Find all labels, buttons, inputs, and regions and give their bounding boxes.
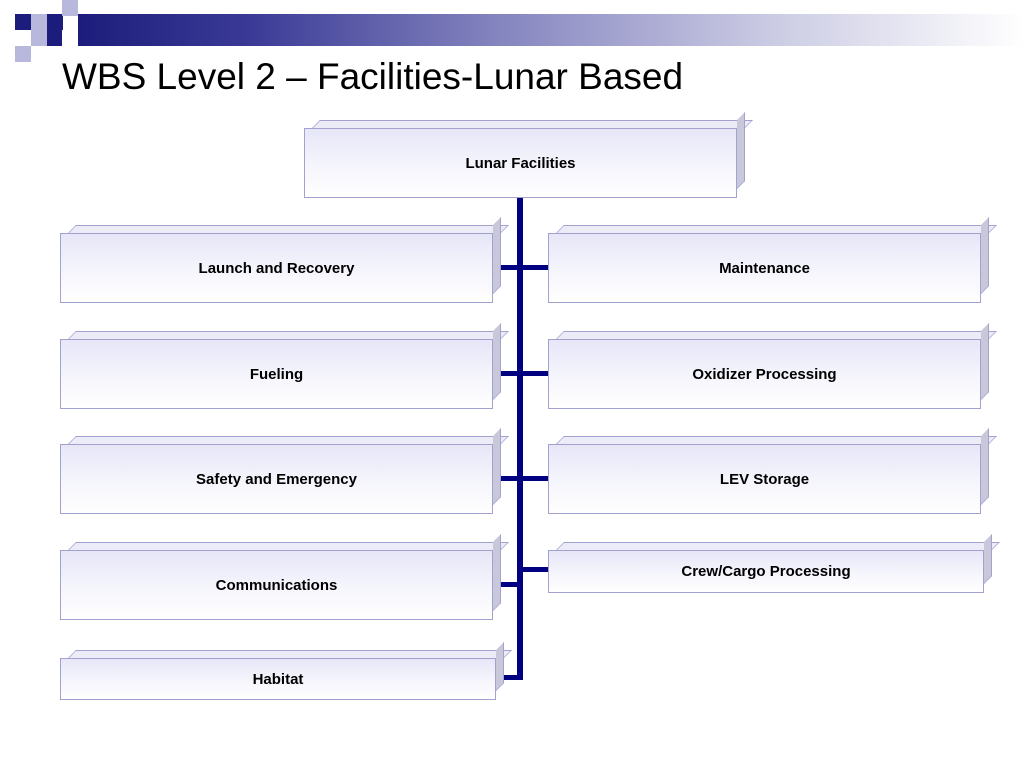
wbs-node-root: Lunar Facilities bbox=[304, 128, 737, 198]
wbs-node-label: Habitat bbox=[252, 670, 304, 688]
wbs-node-right: Crew/Cargo Processing bbox=[548, 550, 984, 593]
header-square-light bbox=[15, 46, 31, 62]
wbs-node-left: Safety and Emergency bbox=[60, 444, 493, 514]
wbs-node-left: Fueling bbox=[60, 339, 493, 409]
header-square-dark bbox=[47, 14, 63, 30]
wbs-node-label: Fueling bbox=[249, 365, 304, 383]
connector-branch-right bbox=[520, 567, 548, 572]
wbs-node-right: Maintenance bbox=[548, 233, 981, 303]
wbs-node-left: Launch and Recovery bbox=[60, 233, 493, 303]
wbs-node-label: Maintenance bbox=[719, 259, 810, 277]
connector-branch-left bbox=[493, 265, 520, 270]
connector-branch-right bbox=[520, 476, 548, 481]
header-square-dark bbox=[15, 14, 31, 30]
wbs-node-left: Habitat bbox=[60, 658, 496, 700]
wbs-node-label: Crew/Cargo Processing bbox=[681, 563, 851, 580]
connector-branch-left bbox=[493, 371, 520, 376]
header-square-light bbox=[31, 30, 47, 46]
connector-branch-left bbox=[493, 582, 520, 587]
wbs-node-label: LEV Storage bbox=[719, 470, 810, 488]
wbs-node-label: Communications bbox=[215, 576, 338, 594]
connector-branch-left bbox=[496, 675, 523, 680]
wbs-node-label: Lunar Facilities bbox=[465, 154, 576, 172]
page-title: WBS Level 2 – Facilities-Lunar Based bbox=[62, 56, 684, 97]
header-square-dark bbox=[46, 30, 62, 46]
wbs-node-label: Oxidizer Processing bbox=[692, 365, 837, 383]
connector-branch-right bbox=[520, 371, 548, 376]
wbs-node-label: Safety and Emergency bbox=[196, 470, 357, 488]
wbs-node-left: Communications bbox=[60, 550, 493, 620]
header-gradient-bar bbox=[78, 14, 1024, 46]
header-square-light bbox=[31, 14, 47, 30]
wbs-node-label: Launch and Recovery bbox=[198, 259, 355, 277]
wbs-node-right: Oxidizer Processing bbox=[548, 339, 981, 409]
wbs-node-right: LEV Storage bbox=[548, 444, 981, 514]
connector-trunk bbox=[517, 198, 523, 680]
connector-branch-left bbox=[493, 476, 520, 481]
header-square-light bbox=[62, 0, 78, 16]
connector-branch-right bbox=[520, 265, 548, 270]
